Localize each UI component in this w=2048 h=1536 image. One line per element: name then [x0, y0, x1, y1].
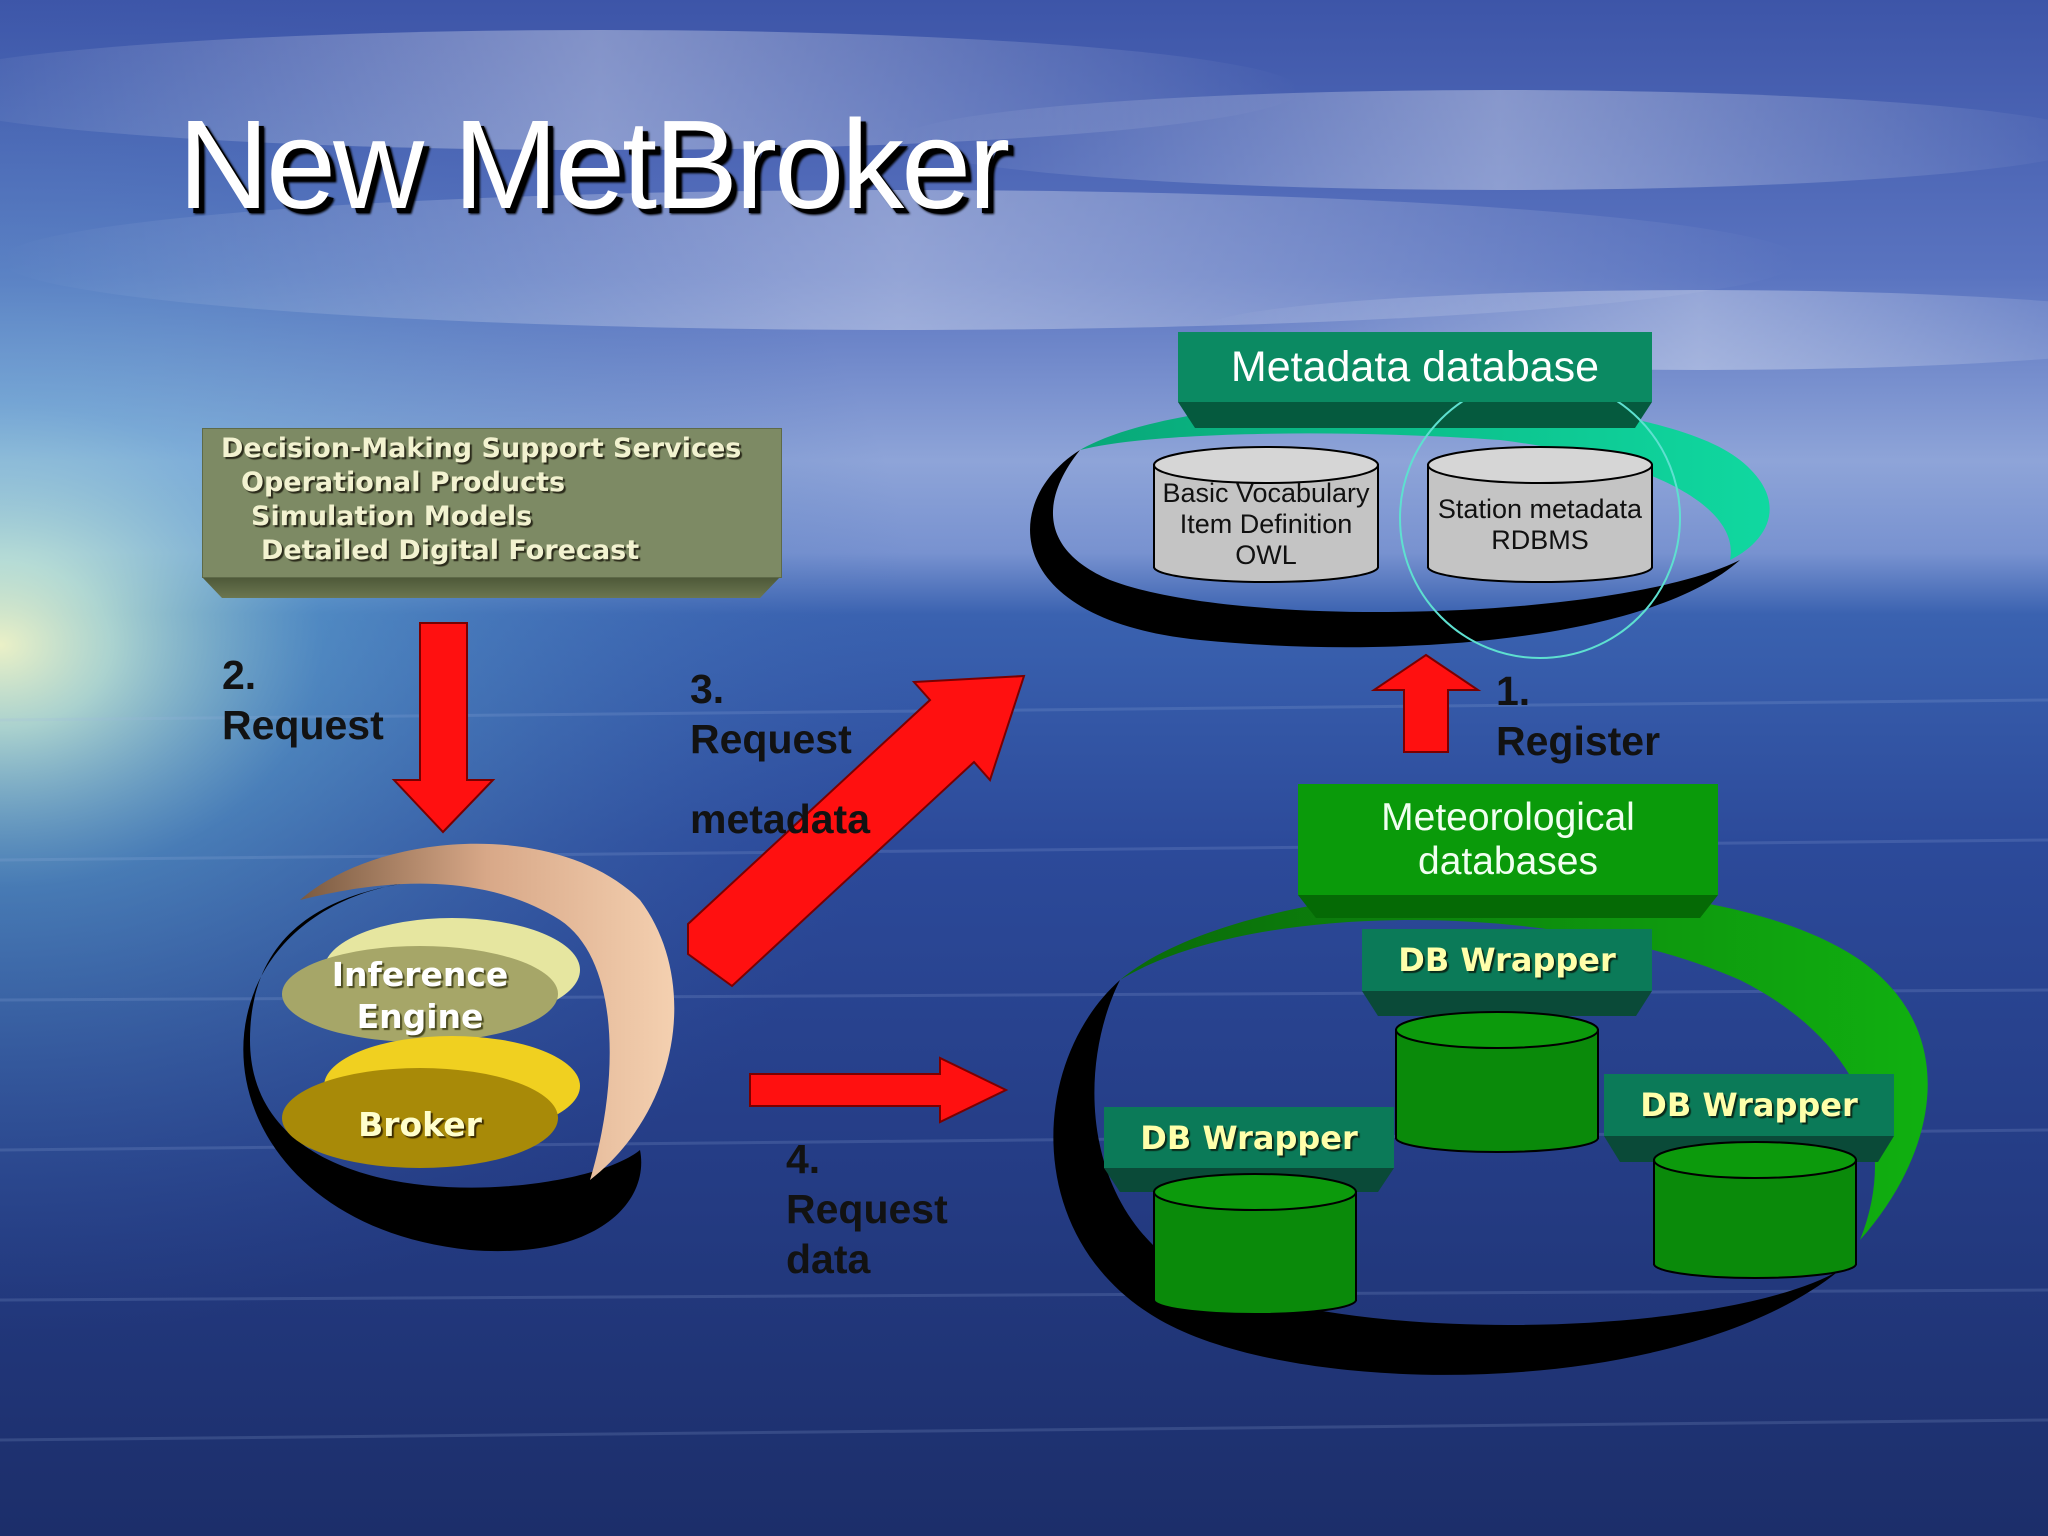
inference-engine-line1: Inference — [331, 955, 509, 994]
db-wrapper-left: DB Wrapper — [1104, 1107, 1394, 1168]
broker-ring — [243, 843, 675, 1252]
step-2-number: 2. — [222, 652, 257, 698]
arrow-register-up — [1370, 653, 1482, 753]
step-4-number: 4. — [786, 1136, 821, 1182]
db-wrapper-right: DB Wrapper — [1604, 1074, 1894, 1136]
arrow-request-metadata — [687, 674, 1026, 988]
step-4-text-line2: data — [786, 1236, 871, 1282]
inference-engine-line2: Engine — [356, 997, 484, 1036]
metadata-header-bevel — [1178, 402, 1652, 428]
step-1-text: Register — [1496, 718, 1661, 764]
cylinder-green-right — [1653, 1141, 1857, 1279]
meteorological-title-line1: Meteorological — [1381, 795, 1635, 839]
step-4-label: 4. Request data — [786, 1134, 948, 1284]
vocabulary-line1: Basic Vocabulary — [1162, 478, 1370, 508]
metadata-ring — [1030, 398, 1770, 648]
step-2-text: Request — [222, 702, 384, 748]
service-line-simulation-models: Simulation Models — [251, 501, 533, 532]
inference-engine-label: Inference Engine — [282, 954, 558, 1038]
metadata-database-header: Metadata database — [1178, 332, 1652, 402]
metadata-database-title: Metadata database — [1230, 343, 1600, 391]
station-line2: RDBMS — [1491, 525, 1589, 555]
service-line-decision-making: Decision-Making Support Services — [221, 433, 742, 464]
arrow-request-data — [749, 1056, 1009, 1124]
db-wrapper-top: DB Wrapper — [1362, 929, 1652, 991]
inference-engine-ellipse — [282, 918, 580, 1042]
services-box-bevel — [202, 577, 780, 598]
broker-label: Broker — [358, 1105, 482, 1144]
step-1-number: 1. — [1496, 668, 1531, 714]
step-2-label: 2. Request — [222, 650, 384, 750]
step-4-text-line1: Request — [786, 1186, 948, 1232]
service-line-digital-forecast: Detailed Digital Forecast — [261, 535, 640, 566]
step-3-text-line1: Request — [690, 716, 852, 762]
services-box: Decision-Making Support Services Operati… — [202, 428, 782, 578]
db-wrapper-left-label: DB Wrapper — [1140, 1118, 1358, 1157]
step-3-text-line2: metadata — [690, 796, 871, 842]
cylinder-vocabulary — [1153, 446, 1379, 583]
db-wrapper-top-label: DB Wrapper — [1398, 941, 1616, 979]
cylinder-station — [1427, 446, 1653, 583]
cylinder-green-top — [1395, 1011, 1599, 1153]
vocabulary-line2: Item Definition — [1179, 509, 1353, 539]
meteorological-title-line2: databases — [1418, 839, 1598, 883]
station-line1: Station metadata — [1437, 494, 1643, 524]
step-3-number: 3. — [690, 666, 725, 712]
step-3-label: 3. Request metadata — [690, 664, 870, 844]
cylinder-green-left — [1153, 1173, 1357, 1315]
station-cylinder-label: Station metadata RDBMS — [1420, 494, 1660, 556]
service-line-operational-products: Operational Products — [241, 467, 566, 498]
meteorological-databases-header: Meteorological databases — [1298, 784, 1718, 895]
meteorological-header-bevel — [1298, 895, 1718, 918]
broker-ellipse — [282, 1036, 580, 1168]
vocabulary-line3: OWL — [1235, 540, 1297, 570]
arrow-request-down — [391, 622, 496, 834]
slide-title: New MetBroker — [178, 94, 1010, 235]
db-wrapper-right-label: DB Wrapper — [1640, 1086, 1858, 1124]
wrapper-top-bevel — [1362, 991, 1652, 1016]
step-1-label: 1. Register — [1496, 666, 1660, 766]
vocabulary-cylinder-label: Basic Vocabulary Item Definition OWL — [1146, 478, 1386, 571]
